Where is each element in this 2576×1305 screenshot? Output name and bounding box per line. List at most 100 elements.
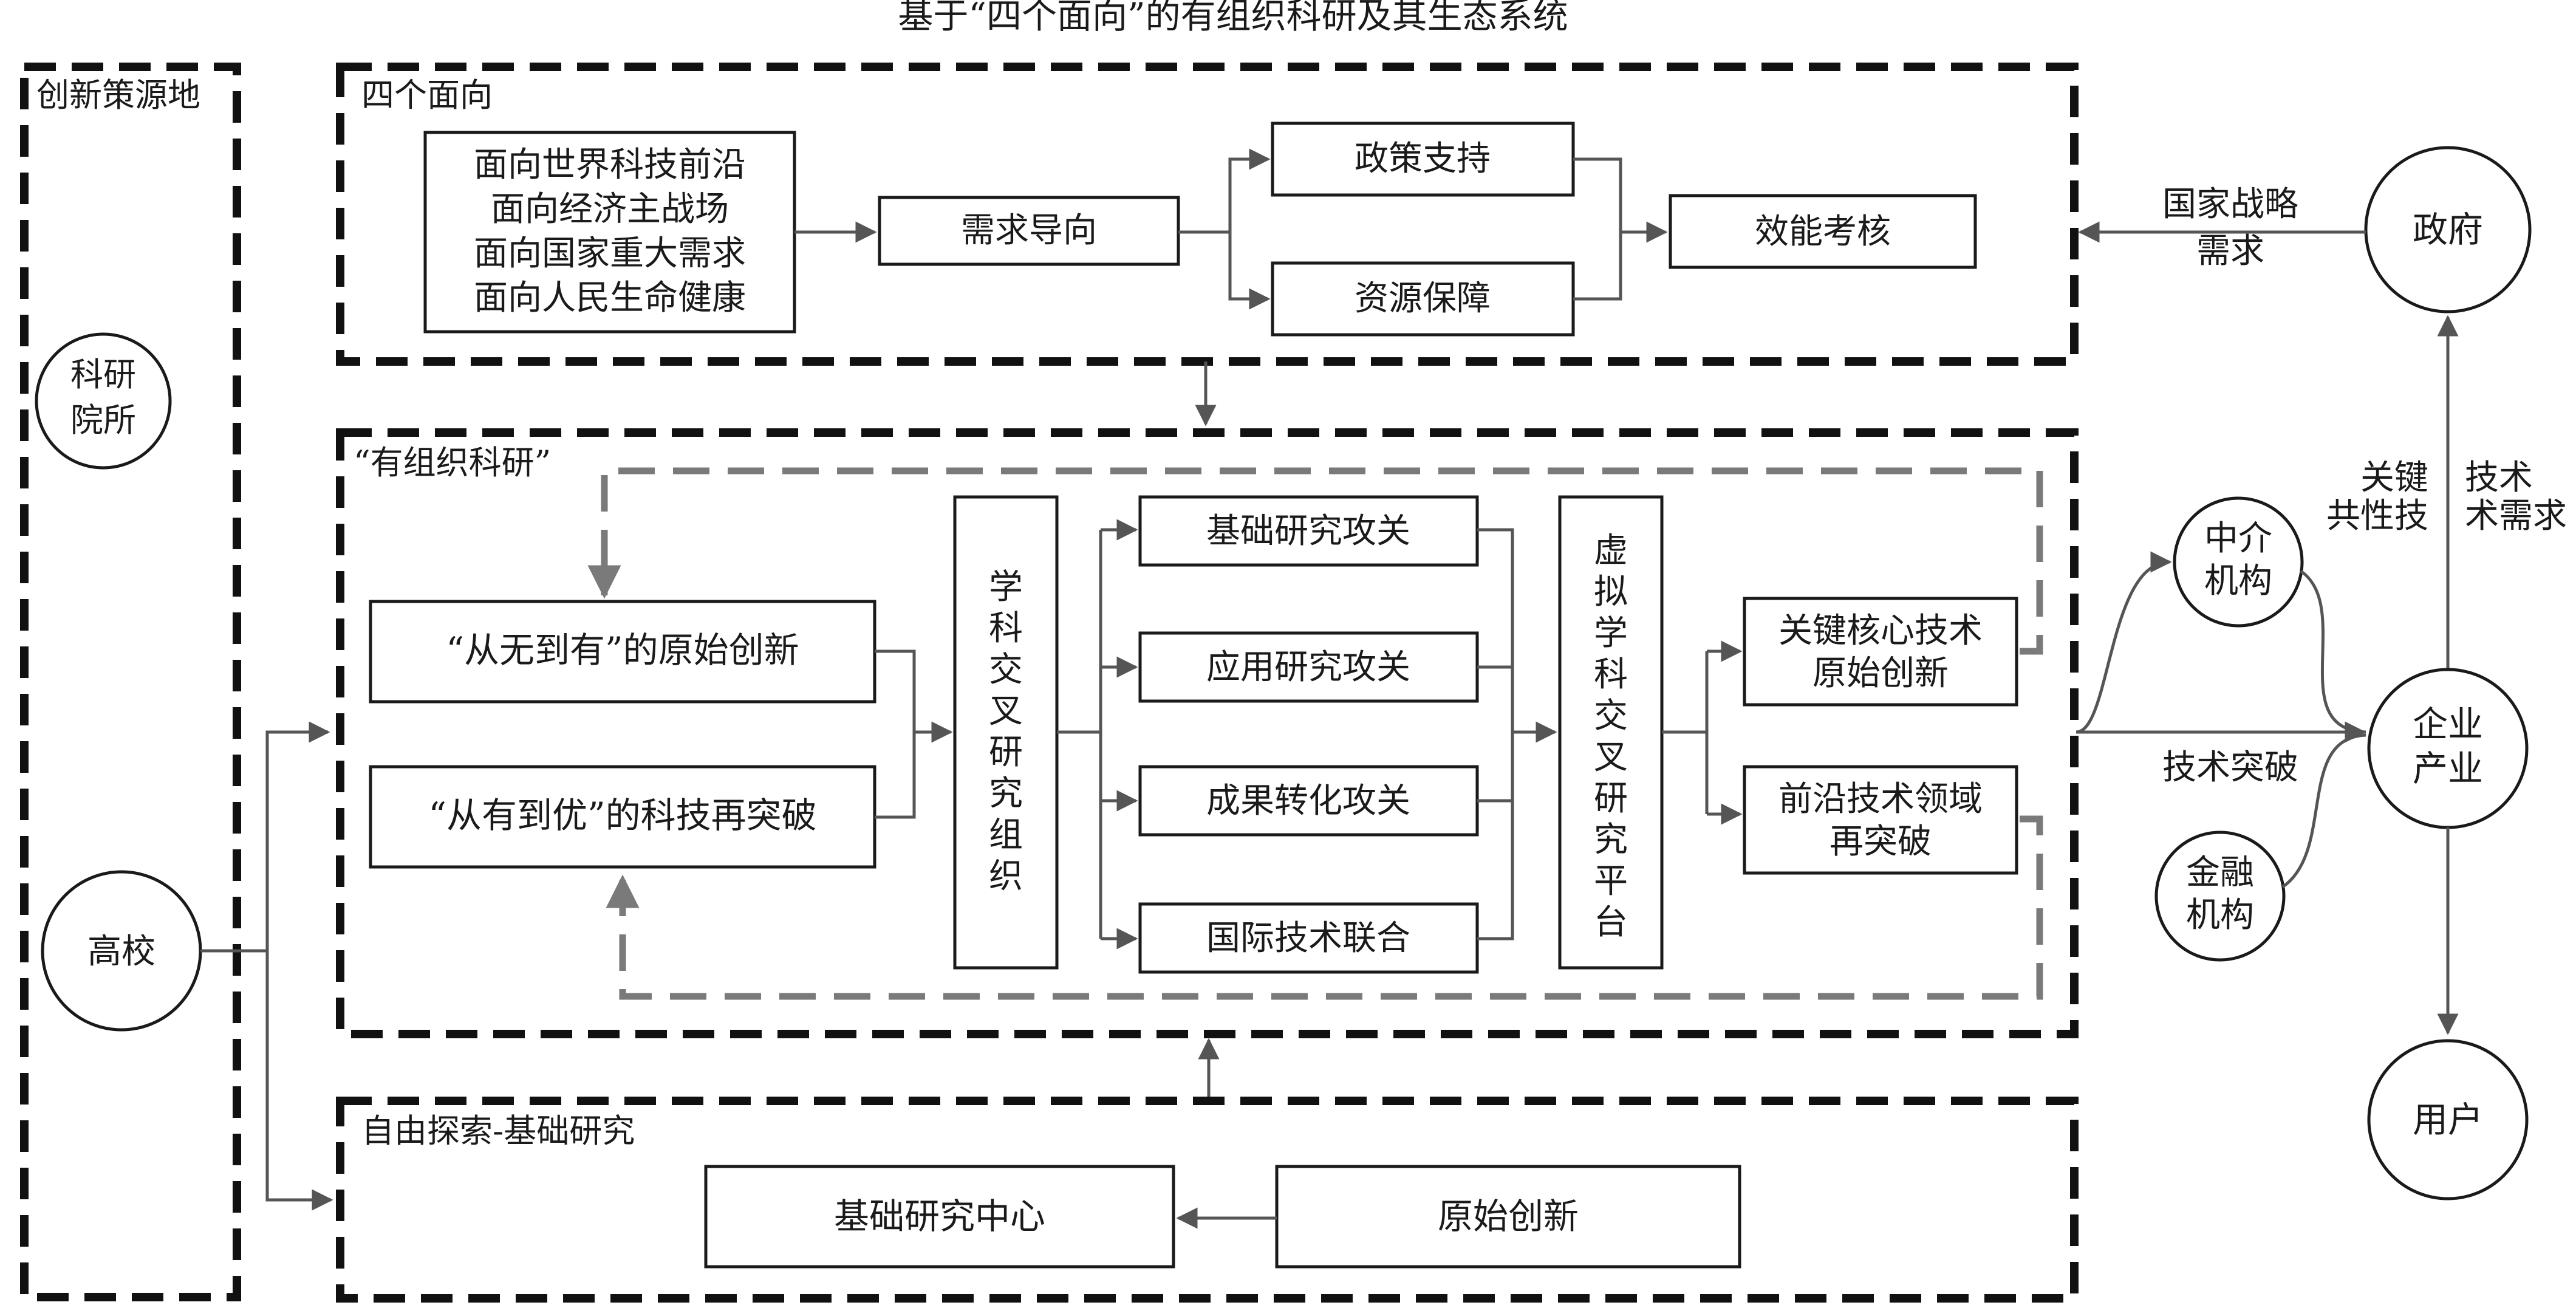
frame-to-intermediary-curve [2075,551,2172,734]
interdisciplinary-org-text: 学 科 交 叉 研 究 组 织 [989,567,1023,896]
breakthrough-box [369,765,876,869]
node-user-label: 用户 [2413,1099,2483,1140]
resource-guarantee-box [1271,261,1575,337]
resource-to-evaluation-line [1573,232,1622,301]
innovation-source-title: 创新策源地 [36,76,200,114]
node-finance: 金融 机构 [2154,831,2286,962]
node-university: 高校 [41,870,202,1032]
demand-to-resource-arrow [1228,232,1271,310]
efficiency-evaluation-box [1669,194,1977,269]
task-box: 成果转化攻关 [1138,765,1479,837]
intermediary-to-enterprise-curve [2300,569,2366,734]
national-demand-line2: 需求 [2196,231,2264,271]
virtual-platform-text: 虚 拟 学 科 交 叉 研 究 平 台 [1594,531,1628,942]
national-demand-line1: 国家战略 [2162,185,2298,224]
vchar: 叉 [1594,738,1628,777]
demand-to-policy-arrow [1178,148,1271,234]
vchar: 学 [989,567,1023,607]
policy-support-label: 政策支持 [1355,139,1491,179]
feedback-loop-upper [587,467,2043,655]
vchar: 学 [1594,614,1628,653]
orientation-item-3: 面向国家重大需求 [474,234,746,273]
basic-research-center-box [704,1165,1175,1269]
free-exploration-label: 自由探索-基础研究 [361,1112,635,1150]
vchar: 究 [989,774,1023,813]
node-government: 政府 [2364,146,2532,313]
node-intermediary: 中介 机构 [2173,496,2304,628]
task-label: 应用研究攻关 [1206,648,1410,687]
orientation-item-1: 面向世界科技前沿 [474,145,746,185]
vchar: 叉 [989,691,1023,731]
diagram-title: 基于“四个面向”的有组织科研及其生态系统 [898,0,1568,36]
node-government-label: 政府 [2413,209,2483,250]
policy-support-box [1271,122,1575,197]
frontier-tech-line1: 前沿技术领域 [1778,779,1983,819]
vchar: 交 [989,650,1023,690]
original-innovation-free-box [1275,1165,1741,1269]
frontier-tech-box [1743,765,2018,875]
four-orientations-label: 四个面向 [361,76,493,114]
task-box: 应用研究攻关 [1138,631,1479,703]
node-university-label: 高校 [87,932,155,971]
vchar: 研 [1594,779,1628,818]
platform-to-outputs-trunk [1662,651,1709,814]
frontier-tech-line2: 再突破 [1830,822,1932,861]
demand-orientation-label: 需求导向 [961,211,1097,250]
university-to-free-arrow [265,951,333,1211]
vchar: 究 [1594,820,1628,860]
task-label: 国际技术联合 [1206,919,1410,958]
efficiency-evaluation-label: 效能考核 [1755,212,1891,252]
vchar: 科 [989,609,1023,648]
vchar: 虚 [1594,531,1628,570]
vchar: 拟 [1594,572,1628,612]
node-intermediary-line1: 中介 [2204,519,2272,558]
tech-breakthrough-label: 技术突破 [2162,748,2298,787]
resource-guarantee-label: 资源保障 [1355,279,1491,318]
key-tech-right-1: 技术 [2465,458,2533,498]
breakthrough-to-org-line [875,732,916,819]
original-innovation-label: “从无到有”的原始创新 [446,629,799,671]
vchar: 组 [989,815,1023,855]
node-research-institutes-line2: 院所 [70,401,136,439]
node-research-institutes-line1: 科研 [70,355,136,394]
node-finance-line2: 机构 [2186,896,2254,935]
core-tech-line1: 关键核心技术 [1778,611,1983,651]
finance-to-enterprise-curve [2281,733,2366,889]
core-tech-box [1743,597,2018,707]
tasks-converge-line [1477,528,1514,940]
node-enterprise-line1: 企业 [2413,704,2483,745]
vchar: 交 [1594,696,1628,736]
free-exploration-frame [336,1097,2079,1303]
vchar: 织 [989,857,1023,896]
key-tech-left-2: 共性技 [2326,496,2428,536]
core-tech-line2: 原始创新 [1812,654,1949,693]
vchar: 平 [1594,861,1628,901]
university-to-organized-arrow [265,721,330,951]
orientations-list-box [423,131,796,334]
org-to-tasks-trunk [1057,530,1102,939]
node-enterprise-line2: 产业 [2413,748,2483,789]
node-user: 用户 [2367,1039,2529,1201]
vchar: 台 [1594,903,1628,942]
original-innovation-free-label: 原始创新 [1438,1196,1579,1237]
key-tech-right-2: 术需求 [2465,496,2567,536]
task-box: 国际技术联合 [1138,902,1479,974]
vchar: 科 [1594,655,1628,694]
node-intermediary-line2: 机构 [2204,561,2272,601]
innovation-to-org-line [875,649,916,732]
vchar: 研 [989,733,1023,772]
node-finance-line1: 金融 [2186,853,2254,892]
demand-orientation-box [878,196,1180,266]
organized-research-frame [336,428,2079,1038]
task-label: 基础研究攻关 [1206,512,1410,551]
organized-research-label: “有组织科研” [354,444,551,482]
task-label: 成果转化攻关 [1206,781,1410,821]
key-tech-left-1: 关键 [2360,458,2428,498]
node-research-institutes: 科研 院所 [35,332,172,470]
orientation-item-2: 面向经济主战场 [491,190,729,229]
policy-to-evaluation-arrow [1573,157,1668,243]
orientation-item-4: 面向人民生命健康 [474,278,746,318]
innovation-source-frame [20,63,241,1301]
node-enterprise: 企业 产业 [2367,668,2529,829]
